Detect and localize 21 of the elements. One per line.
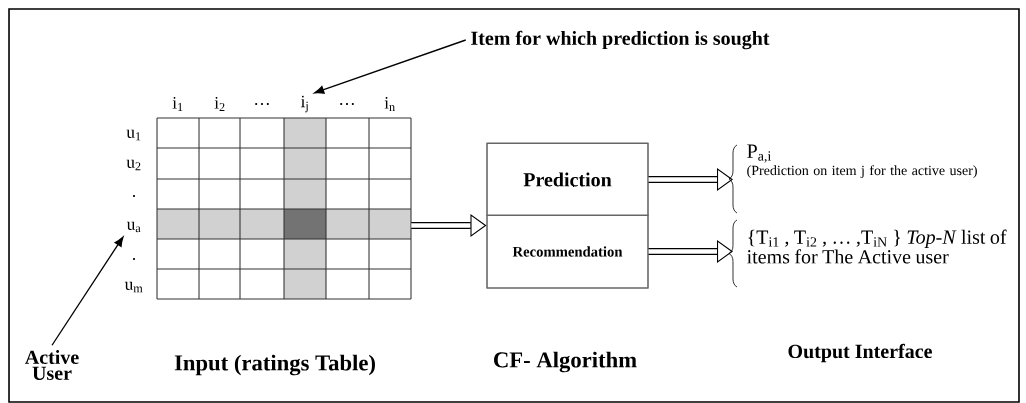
callout-text: Active User — [25, 349, 79, 380]
column-header: i$_{j}$ — [300, 95, 308, 113]
caption: Output Interface — [788, 343, 932, 363]
ratings-table — [156, 117, 412, 300]
arrow — [411, 214, 487, 237]
row-header: u$_{2}$ — [126, 159, 141, 171]
arrow — [51, 236, 124, 346]
box-section: Recommendation — [486, 214, 649, 289]
row-header: . — [133, 257, 136, 260]
arrow — [314, 39, 467, 94]
output-text: P$_{a,i}$ (Prediction on item j for the active user) — [747, 144, 977, 178]
row-header: u$_{1}$ — [126, 129, 141, 141]
caption: CF- Algorithm — [494, 351, 637, 373]
row-header: . — [133, 195, 136, 197]
callout-text: Item for which prediction is sought — [471, 30, 770, 50]
arrow — [648, 240, 733, 263]
arrow — [648, 168, 733, 191]
row-header: u$_{a}$ — [126, 221, 141, 233]
box-section: Prediction — [486, 142, 649, 217]
caption: Input (ratings Table) — [174, 354, 375, 376]
output-text: {T$_{i1}$ , T$_{i2}$ , … ,T$_{iN}$ } Top-N list of items for The Active user — [747, 229, 1007, 264]
